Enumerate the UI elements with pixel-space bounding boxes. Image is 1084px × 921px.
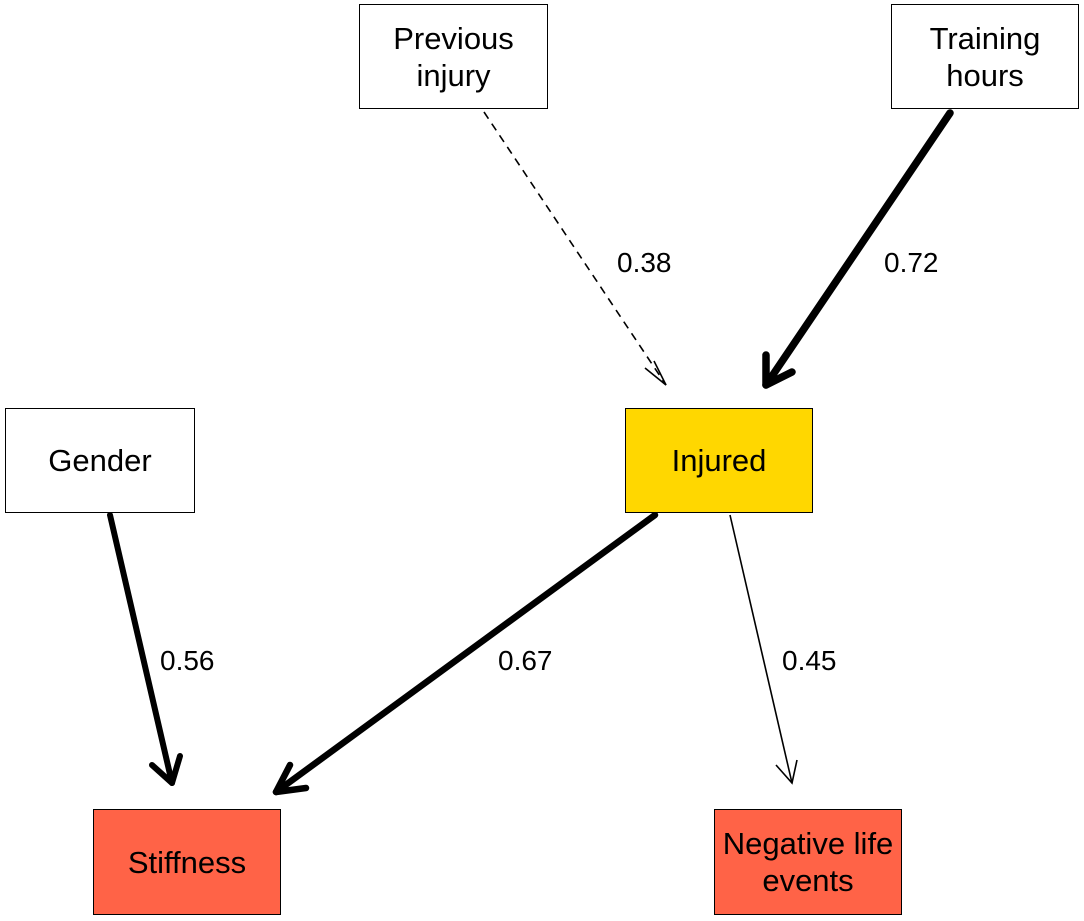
node-gender: Gender xyxy=(5,408,195,513)
edge-training-hours-to-injured xyxy=(762,109,954,389)
edge-injured-to-negative-life-events xyxy=(729,514,798,785)
node-training-hours: Training hours xyxy=(891,4,1079,109)
edge-label-0.45: 0.45 xyxy=(782,645,837,676)
edge-label-0.67: 0.67 xyxy=(498,645,553,676)
node-injured: Injured xyxy=(625,408,813,513)
edge-previous-injury-to-injured xyxy=(483,111,667,386)
node-negative-life-events-line2: events xyxy=(762,863,854,898)
node-gender-label: Gender xyxy=(48,443,152,478)
node-previous-injury: Previous injury xyxy=(359,4,548,109)
node-injured-label: Injured xyxy=(671,443,767,478)
node-stiffness: Stiffness xyxy=(93,809,281,915)
node-previous-injury-line2: injury xyxy=(416,57,491,93)
node-negative-life-events: Negative life events xyxy=(714,809,902,915)
node-training-hours-line2: hours xyxy=(946,57,1024,93)
edge-gender-to-stiffness xyxy=(107,512,183,786)
node-negative-life-events-line1: Negative life xyxy=(722,826,894,861)
node-previous-injury-line1: Previous xyxy=(393,20,514,56)
node-training-hours-line1: Training xyxy=(929,20,1041,56)
edge-label-0.56: 0.56 xyxy=(160,645,215,676)
edge-label-0.72: 0.72 xyxy=(884,247,939,278)
node-stiffness-label: Stiffness xyxy=(127,844,247,880)
edge-injured-to-stiffness xyxy=(272,511,659,796)
edge-label-0.38: 0.38 xyxy=(617,247,672,278)
